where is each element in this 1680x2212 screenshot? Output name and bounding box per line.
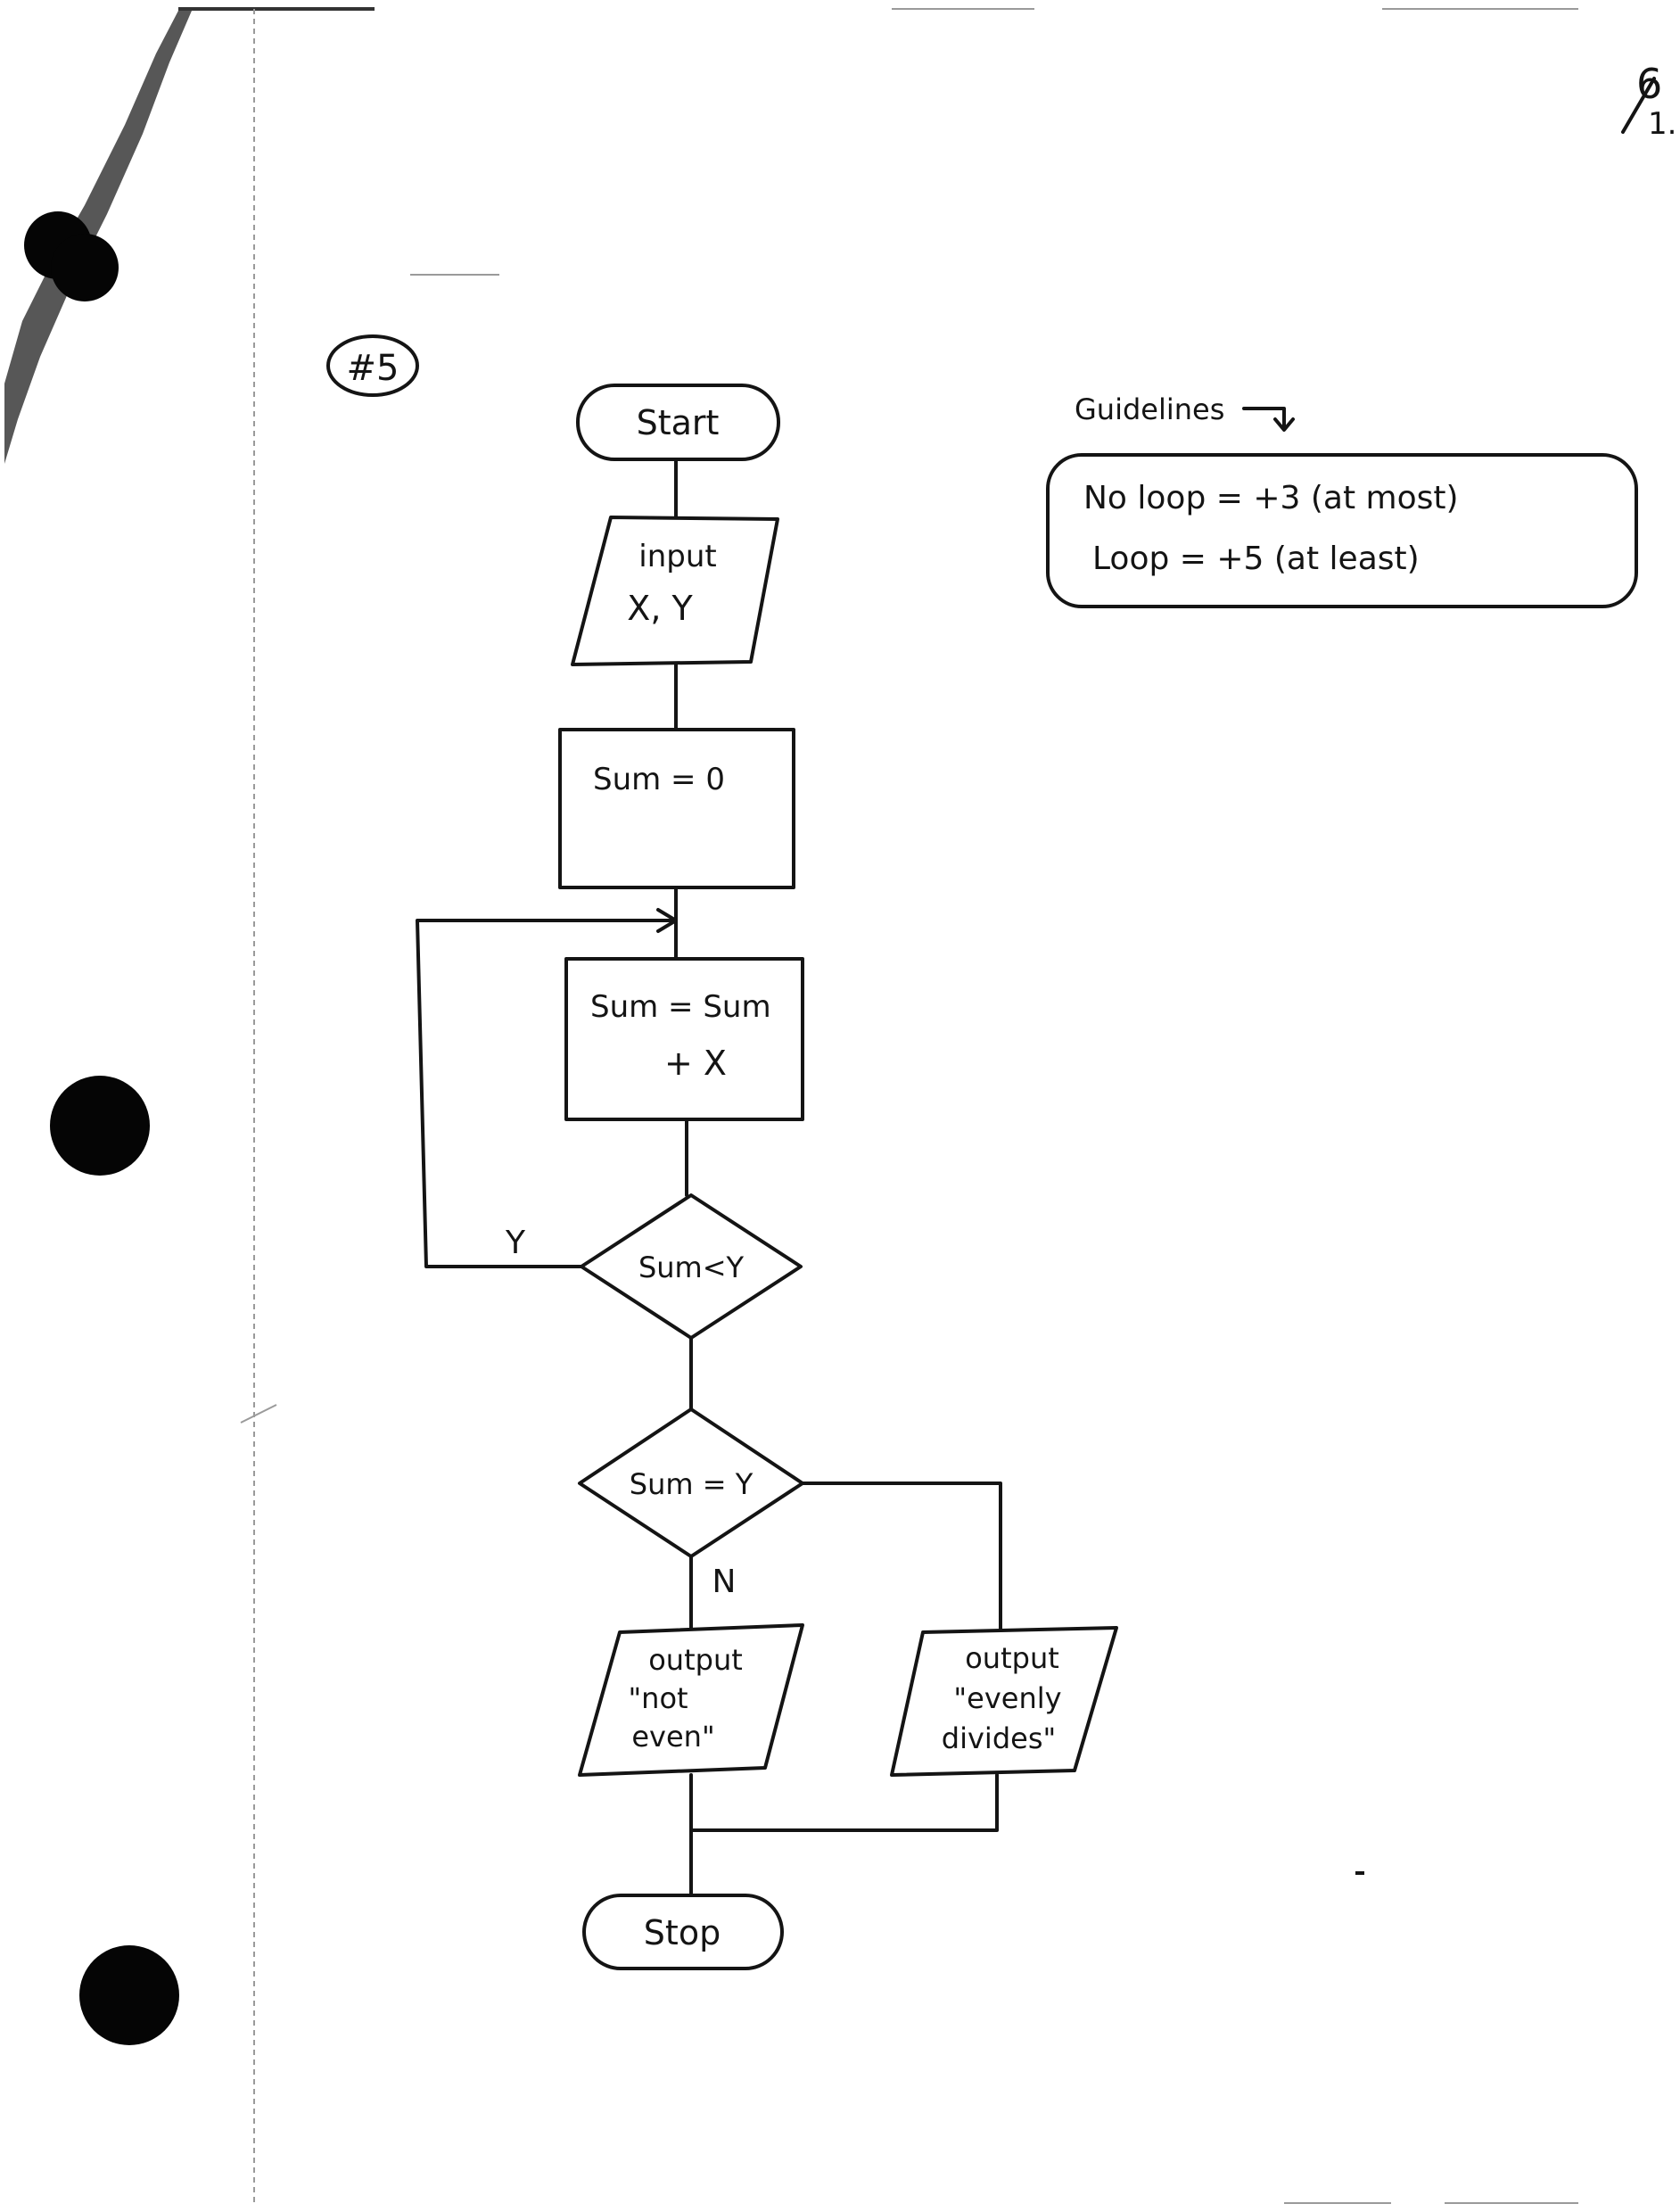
punch-hole xyxy=(50,1076,150,1176)
output-evenly-divides: output "evenly divides" xyxy=(890,1626,1118,1777)
output-evenly-divides-label-3: divides" xyxy=(942,1721,1056,1755)
problem-label-circle xyxy=(326,334,419,397)
connectors xyxy=(416,458,1002,1897)
torn-edge-shadow xyxy=(4,11,192,464)
decision-2-shape xyxy=(578,1407,804,1558)
output-not-even-label-1: output xyxy=(648,1643,743,1677)
init-block: Sum = 0 xyxy=(558,728,795,889)
guidelines-arrow xyxy=(1242,407,1286,428)
scan-artifacts xyxy=(4,7,1578,2204)
faint-mark xyxy=(240,1404,277,1424)
guidelines-arrowhead xyxy=(1273,417,1295,432)
start-shape xyxy=(576,384,780,461)
decision-1-yes-label: Y xyxy=(505,1225,526,1261)
stop-terminal: Stop xyxy=(582,1894,784,1970)
problem-label-text: #5 xyxy=(347,348,399,389)
loop-back-arrowhead xyxy=(656,908,678,933)
output-evenly-divides-label-1: output xyxy=(965,1641,1059,1675)
start-label: Start xyxy=(637,403,720,442)
stop-label: Stop xyxy=(644,1913,721,1952)
connector-decision2-yes xyxy=(801,1482,1002,1634)
output-not-even-label-2: "not xyxy=(628,1681,688,1715)
punch-hole xyxy=(79,1945,179,2045)
update-label-2: + X xyxy=(664,1044,727,1083)
init-label: Sum = 0 xyxy=(593,762,725,797)
output-not-even-shape xyxy=(578,1623,804,1777)
guidelines-line-1: No loop = +3 (at most) xyxy=(1083,480,1459,516)
input-shape xyxy=(571,516,779,666)
output-evenly-divides-label-2: "evenly xyxy=(953,1681,1061,1715)
update-label-1: Sum = Sum xyxy=(590,989,771,1025)
page-mark-slash xyxy=(1621,77,1656,134)
update-shape xyxy=(564,957,804,1121)
output-evenly-divides-shape xyxy=(890,1626,1118,1777)
decision-1-shape xyxy=(580,1193,803,1340)
decision-2-label: Sum = Y xyxy=(630,1467,754,1501)
output-not-even: output "not even" xyxy=(578,1623,804,1777)
guidelines: Guidelines No loop = +3 (at most) Loop =… xyxy=(1046,392,1638,608)
input-label-2: X, Y xyxy=(627,589,693,628)
decision-1-label: Sum<Y xyxy=(638,1250,745,1284)
start-terminal: Start xyxy=(576,384,780,461)
decision-1: Sum<Y Y xyxy=(505,1193,803,1340)
punch-hole xyxy=(51,234,119,301)
output-not-even-label-3: even" xyxy=(631,1720,714,1754)
update-block: Sum = Sum + X xyxy=(564,957,804,1121)
decision-2: Sum = Y N xyxy=(578,1407,804,1600)
connector-output-even-merge xyxy=(689,1773,999,1832)
guidelines-line-2: Loop = +5 (at least) xyxy=(1092,541,1420,577)
input-block: input X, Y xyxy=(571,516,779,666)
guidelines-box xyxy=(1046,453,1638,608)
decision-2-no-label: N xyxy=(712,1564,737,1600)
init-shape xyxy=(558,728,795,889)
page-mark: 6 1. xyxy=(1621,60,1676,142)
page-mark-denominator: 1. xyxy=(1648,106,1676,142)
loop-back-arrow xyxy=(416,919,675,1268)
stop-shape xyxy=(582,1894,784,1970)
input-label-1: input xyxy=(638,539,716,574)
guidelines-heading: Guidelines xyxy=(1075,392,1224,426)
problem-label: #5 xyxy=(326,334,419,397)
